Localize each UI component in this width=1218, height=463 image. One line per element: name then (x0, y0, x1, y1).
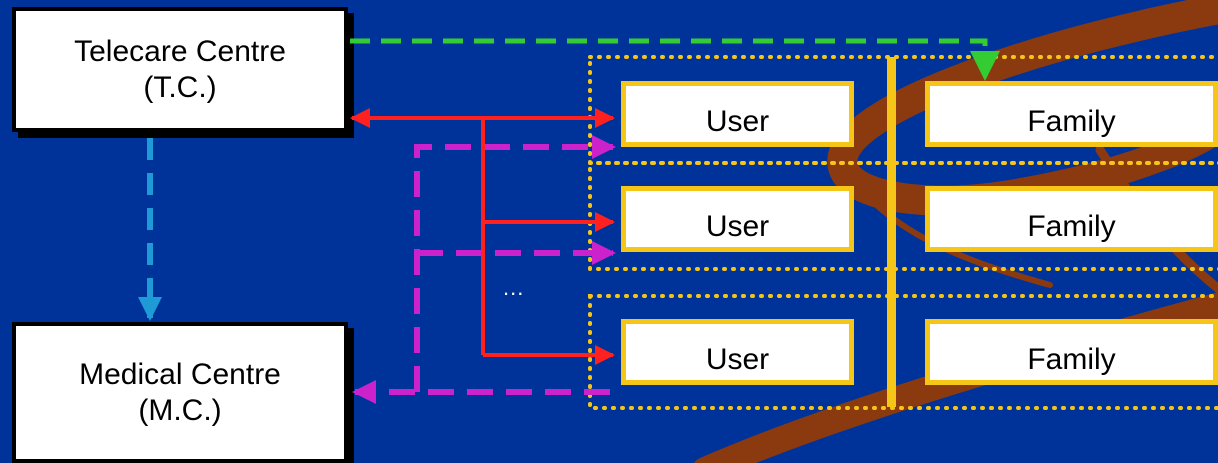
family-label: Family (1027, 343, 1116, 376)
user-family-divider (887, 57, 896, 407)
tc-to-family-link (350, 38, 1000, 81)
group-frame-2 (588, 161, 1218, 271)
user-label: User (705, 105, 770, 138)
more-users-ellipsis: ... (503, 275, 525, 300)
family-box-3[interactable]: Family (925, 319, 1218, 385)
family-label: Family (1027, 210, 1116, 243)
telecare-centre-node[interactable]: Telecare Centre (T.C.) (12, 7, 348, 132)
user-box-1[interactable]: User (621, 81, 854, 147)
mc-link-user-1 (414, 135, 616, 392)
family-box-2[interactable]: Family (925, 186, 1218, 252)
medical-centre-node[interactable]: Medical Centre (M.C.) (12, 322, 348, 463)
family-label: Family (1027, 105, 1116, 138)
user-box-2[interactable]: User (621, 186, 854, 252)
family-box-1[interactable]: Family (925, 81, 1218, 147)
telecare-centre-label: Telecare Centre (T.C.) (74, 34, 286, 104)
user-label: User (705, 210, 770, 243)
group-frame-3 (588, 294, 1218, 410)
user-label: User (705, 343, 770, 376)
user-box-3[interactable]: User (621, 319, 854, 385)
medical-centre-label: Medical Centre (M.C.) (79, 357, 281, 427)
